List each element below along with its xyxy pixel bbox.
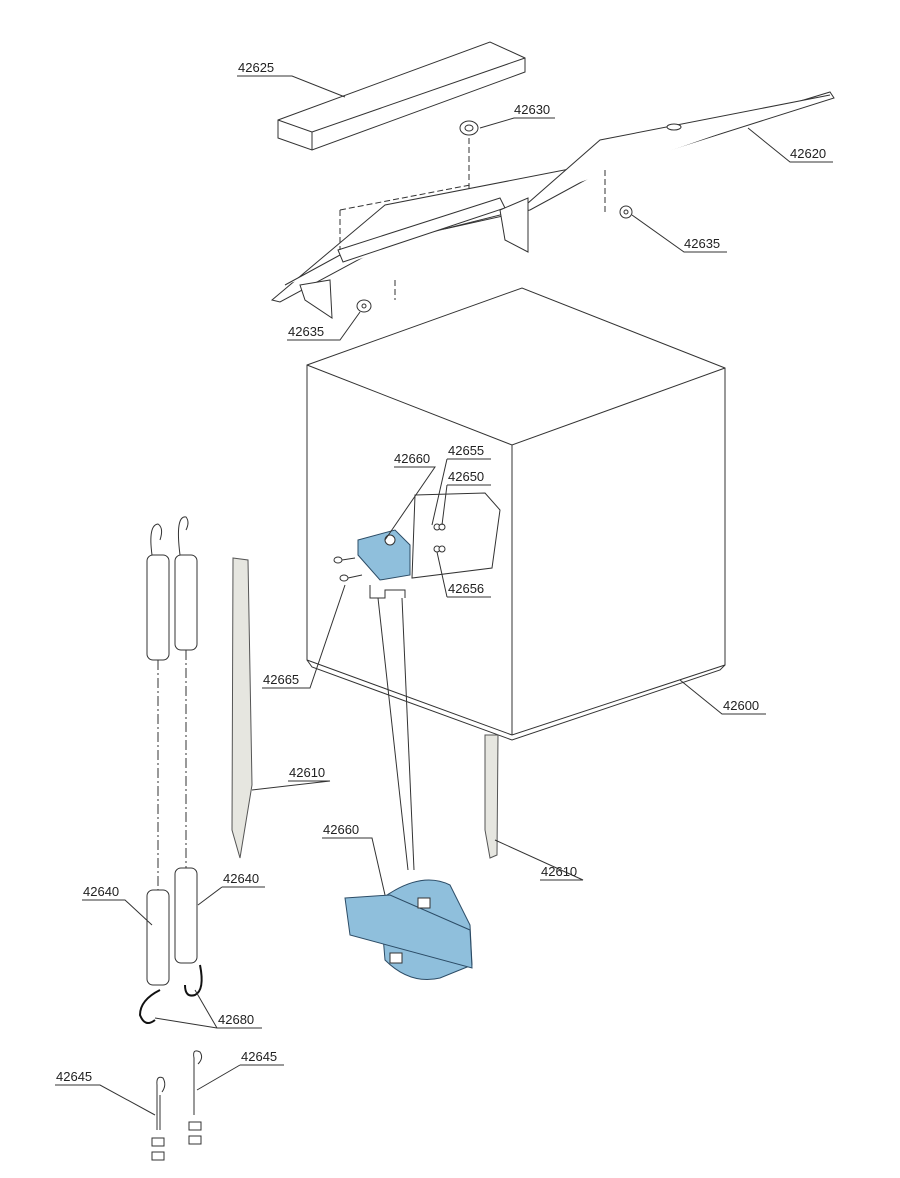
box-part <box>306 287 726 741</box>
label-42625: 42625 <box>238 60 274 75</box>
leg-part <box>231 557 499 859</box>
label-42680: 42680 <box>218 1012 254 1027</box>
label-42600: 42600 <box>723 698 759 713</box>
label-42640-right: 42640 <box>223 871 259 886</box>
label-42635-left: 42635 <box>288 324 324 339</box>
grommet-part <box>459 120 479 190</box>
washer-part <box>356 205 633 313</box>
label-42645-left: 42645 <box>56 1069 92 1084</box>
label-42645-right: 42645 <box>241 1049 277 1064</box>
label-42610-left: 42610 <box>289 765 325 780</box>
eye-bolt-part <box>151 1050 203 1161</box>
label-42655: 42655 <box>448 443 484 458</box>
leader-lines <box>55 75 833 1116</box>
roof-cap-part <box>277 41 526 151</box>
label-42665: 42665 <box>263 672 299 687</box>
label-42640-left: 42640 <box>83 884 119 899</box>
label-42610-right: 42610 <box>541 864 577 879</box>
label-42620: 42620 <box>790 146 826 161</box>
label-42650: 42650 <box>448 469 484 484</box>
bracket-large-part <box>344 879 473 980</box>
label-42635-right: 42635 <box>684 236 720 251</box>
label-42660-large: 42660 <box>323 822 359 837</box>
label-42660-small: 42660 <box>394 451 430 466</box>
spring-part <box>138 516 203 1025</box>
label-42630: 42630 <box>514 102 550 117</box>
handle-frame-part <box>270 91 835 319</box>
label-42656: 42656 <box>448 581 484 596</box>
